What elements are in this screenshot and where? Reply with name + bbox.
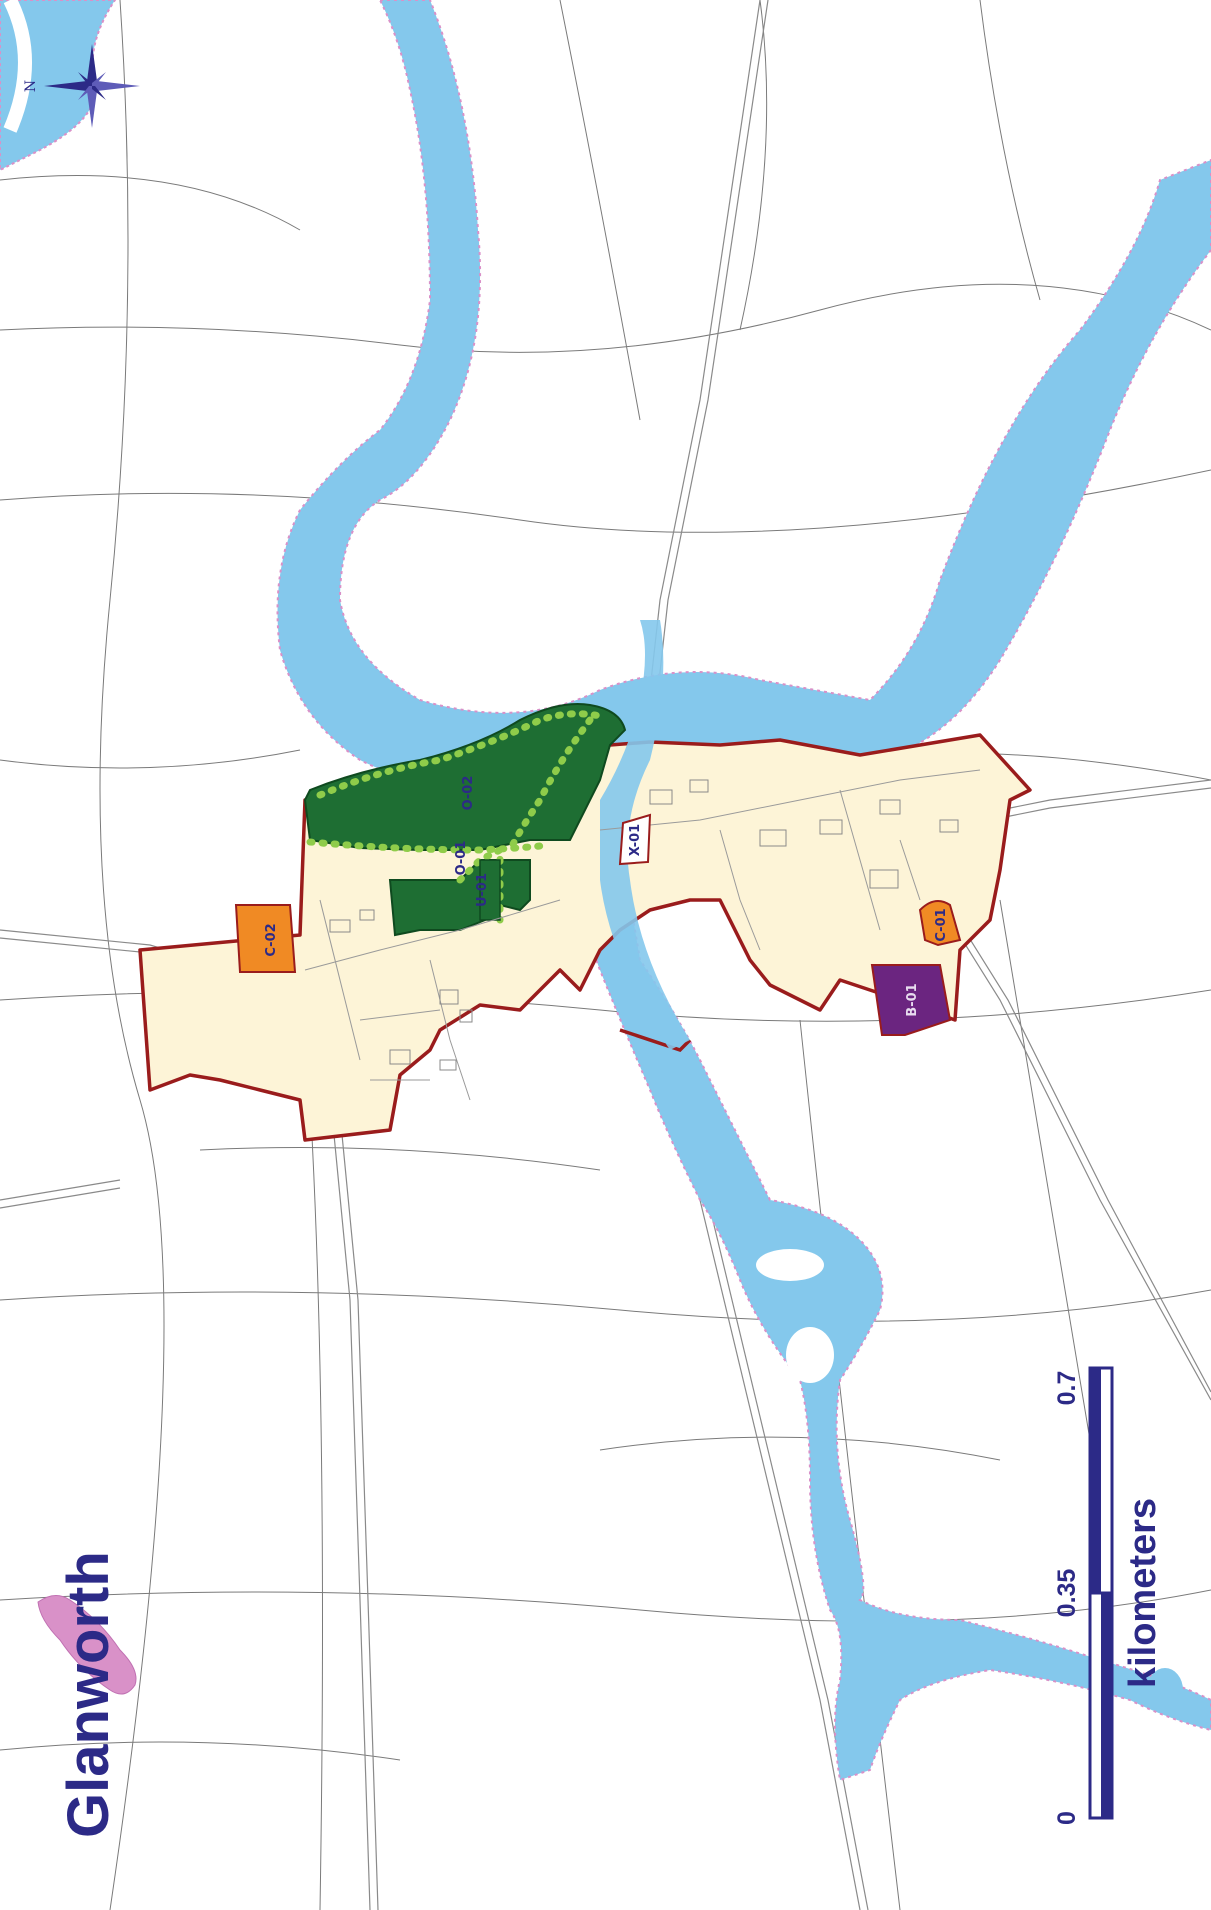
zone-O-02 (303, 703, 627, 854)
scale-tick-0: 0 (1053, 1811, 1081, 1825)
scale-tick-07: 0.7 (1053, 1371, 1081, 1406)
zone-labels: C-02 C-01 O-01 O-02 U-01 X-01 B-01 (264, 776, 949, 1017)
scale-bar: 0 0.35 0.7 kilometers (1053, 1366, 1164, 1825)
label-O-02: O-02 (461, 776, 476, 811)
zone-X-01 (618, 813, 652, 866)
label-U-01: U-01 (475, 873, 490, 907)
zone-U-01 (479, 859, 501, 921)
label-X-01: X-01 (628, 824, 643, 856)
label-B-01: B-01 (905, 983, 920, 1016)
scale-tick-035: 0.35 (1053, 1569, 1081, 1618)
zone-C-01 (918, 900, 962, 947)
town-streets (304, 769, 981, 1101)
label-C-01: C-01 (934, 908, 949, 941)
zone-B-01 (870, 964, 952, 1036)
location-inset-icon (37, 1595, 137, 1695)
label-C-02: C-02 (264, 923, 279, 956)
north-arrow-icon: N (23, 44, 140, 128)
zone-C-02 (234, 904, 297, 973)
place-name: Glanworth (56, 1551, 121, 1838)
buildings (329, 779, 959, 1071)
label-O-01: O-01 (454, 841, 469, 876)
river-channel (600, 620, 690, 1050)
scale-unit: kilometers (1122, 1498, 1164, 1688)
place-name-group: Glanworth (37, 1551, 137, 1838)
north-letter: N (23, 80, 39, 92)
